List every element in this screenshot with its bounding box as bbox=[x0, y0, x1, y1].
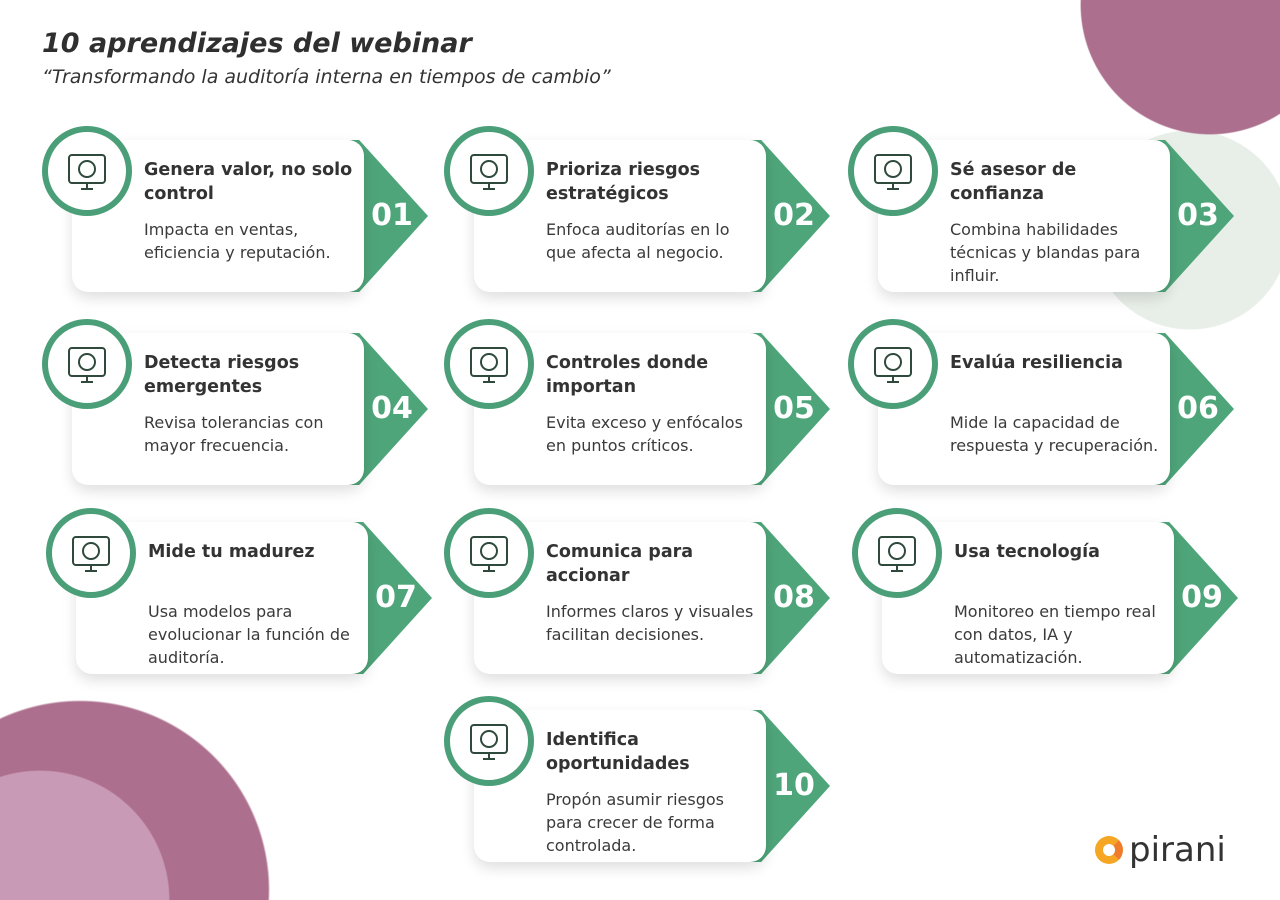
magnifier-warning-icon bbox=[42, 319, 132, 409]
card-description: Impacta en ventas, eficiencia y reputaci… bbox=[144, 220, 331, 262]
card-description: Monitoreo en tiempo real con datos, IA y… bbox=[954, 602, 1156, 667]
card-number: 03 bbox=[1177, 198, 1219, 233]
logo-text: pirani bbox=[1129, 830, 1226, 870]
card-number: 01 bbox=[371, 198, 413, 233]
card-title: Controles donde importan bbox=[546, 353, 709, 397]
card-description: Mide la capacidad de respuesta y recuper… bbox=[950, 413, 1159, 455]
card-description: Informes claros y visuales facilitan dec… bbox=[546, 602, 754, 644]
card-title: Genera valor, no solo control bbox=[144, 160, 353, 204]
learning-card: 08 Comunica para accionar Informes claro… bbox=[444, 508, 834, 682]
card-number: 05 bbox=[773, 391, 815, 426]
card-description: Usa modelos para evolucionar la función … bbox=[148, 602, 350, 667]
sliders-icon bbox=[444, 319, 534, 409]
card-title: Evalúa resiliencia bbox=[950, 353, 1123, 373]
card-description: Combina habilidades técnicas y blandas p… bbox=[950, 220, 1141, 285]
pirani-logo: pirani bbox=[1095, 830, 1226, 870]
card-number: 08 bbox=[773, 580, 815, 615]
monitor-check-icon bbox=[852, 508, 942, 598]
learning-card: 06 Evalúa resiliencia Mide la capacidad … bbox=[848, 319, 1238, 493]
logo-mark-icon bbox=[1095, 836, 1123, 864]
learning-card: 09 Usa tecnología Monitoreo en tiempo re… bbox=[852, 508, 1242, 682]
page-title: 10 aprendizajes del webinar bbox=[42, 28, 472, 59]
card-number: 06 bbox=[1177, 391, 1219, 426]
report-pie-icon bbox=[444, 508, 534, 598]
card-title: Identifica oportunidades bbox=[546, 730, 690, 774]
card-body: Evalúa resiliencia Mide la capacidad de … bbox=[878, 333, 1170, 485]
card-description: Revisa tolerancias con mayor frecuencia. bbox=[144, 413, 324, 455]
learning-card: 03 Sé asesor de confianza Combina habili… bbox=[848, 126, 1238, 300]
card-number: 07 bbox=[375, 580, 417, 615]
learning-card: 01 Genera valor, no solo control Impacta… bbox=[42, 126, 432, 300]
learning-card: 02 Prioriza riesgos estratégicos Enfoca … bbox=[444, 126, 834, 300]
card-title: Prioriza riesgos estratégicos bbox=[546, 160, 701, 204]
gear-hand-icon bbox=[848, 319, 938, 409]
learning-card: 05 Controles donde importan Evita exceso… bbox=[444, 319, 834, 493]
gauge-warning-icon bbox=[46, 508, 136, 598]
card-title: Sé asesor de confianza bbox=[950, 160, 1077, 204]
card-description: Enfoca auditorías en lo que afecta al ne… bbox=[546, 220, 730, 262]
learning-card: 10 Identifica oportunidades Propón asumi… bbox=[444, 696, 834, 870]
card-title: Detecta riesgos emergentes bbox=[144, 353, 300, 397]
card-number: 10 bbox=[773, 768, 815, 803]
presentation-chart-icon bbox=[444, 126, 534, 216]
card-description: Propón asumir riesgos para crecer de for… bbox=[546, 790, 725, 855]
card-description: Evita exceso y enfócalos en puntos críti… bbox=[546, 413, 743, 455]
card-number: 09 bbox=[1181, 580, 1223, 615]
page-subtitle: “Transformando la auditoría interna en t… bbox=[42, 66, 611, 88]
card-number: 04 bbox=[371, 391, 413, 426]
card-title: Usa tecnología bbox=[954, 542, 1100, 562]
hands-star-icon bbox=[42, 126, 132, 216]
learning-card: 07 Mide tu madurez Usa modelos para evol… bbox=[46, 508, 436, 682]
learning-card: 04 Detecta riesgos emergentes Revisa tol… bbox=[42, 319, 432, 493]
advisor-icon bbox=[848, 126, 938, 216]
card-title: Comunica para accionar bbox=[546, 542, 694, 586]
card-number: 02 bbox=[773, 198, 815, 233]
growth-chart-icon bbox=[444, 696, 534, 786]
card-title: Mide tu madurez bbox=[148, 542, 315, 562]
